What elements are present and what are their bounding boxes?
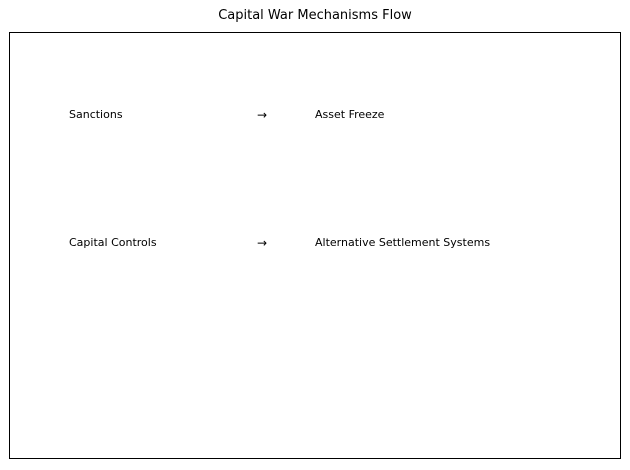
flow-source-label: Sanctions (69, 108, 123, 121)
page-title: Capital War Mechanisms Flow (218, 8, 412, 23)
flow-target-label: Asset Freeze (315, 108, 385, 121)
flow-row: Sanctions → Asset Freeze (10, 107, 620, 123)
diagram-plot-area: Sanctions → Asset Freeze Capital Control… (9, 32, 621, 459)
flow-target-label: Alternative Settlement Systems (315, 236, 491, 249)
arrow-right-icon: → (257, 236, 268, 250)
arrow-right-icon: → (257, 108, 268, 122)
flow-row: Capital Controls → Alternative Settlemen… (10, 235, 620, 251)
flow-source-label: Capital Controls (69, 236, 157, 249)
